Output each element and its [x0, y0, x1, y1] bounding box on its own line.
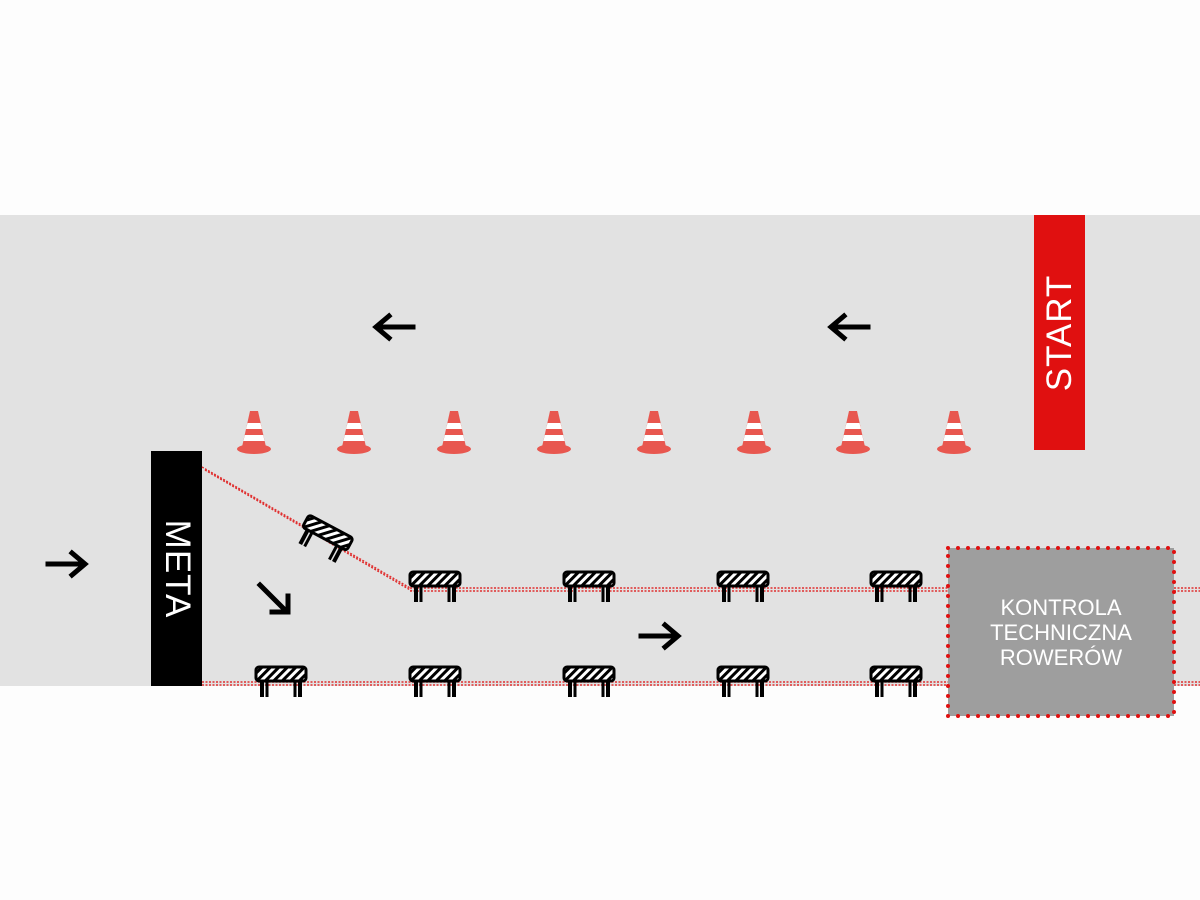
- inspection-label: KONTROLA TECHNICZNA ROWERÓW: [990, 595, 1132, 670]
- finish-label: META: [157, 519, 197, 618]
- inspection-label-line-1: KONTROLA: [1000, 594, 1122, 620]
- start-label: START: [1039, 274, 1079, 391]
- bike-inspection-area: KONTROLA TECHNICZNA ROWERÓW: [948, 548, 1174, 716]
- start-banner: START: [1034, 215, 1085, 450]
- inspection-label-line-3: ROWERÓW: [999, 644, 1123, 670]
- inspection-label-line-2: TECHNICZNA: [990, 619, 1132, 645]
- finish-banner: META: [151, 451, 202, 686]
